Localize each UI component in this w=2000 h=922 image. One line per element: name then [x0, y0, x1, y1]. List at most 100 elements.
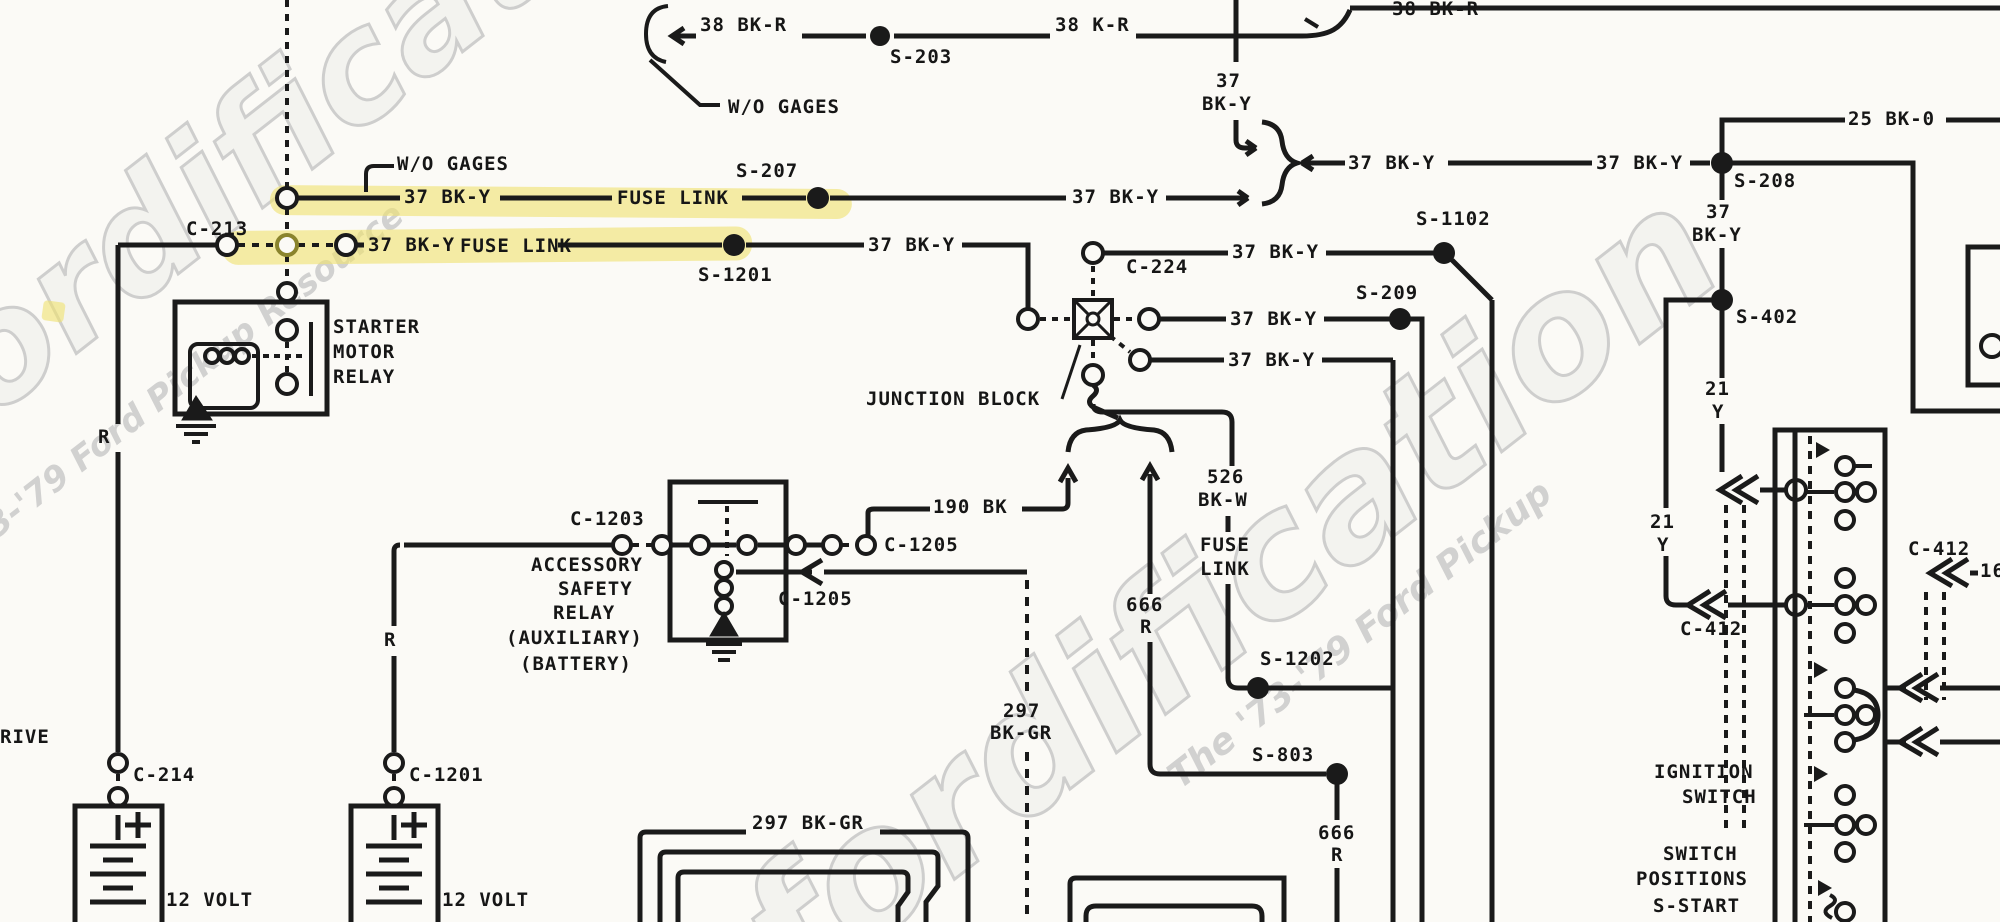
label-wire-r-2: R [384, 629, 397, 651]
splice-dot-s203 [870, 26, 890, 46]
label-wire-297h: 297 BK-GR [752, 812, 864, 834]
label-wire-38bkr-2: 38 BK-R [1392, 0, 1480, 20]
label-fuse-link-1: FUSE LINK [617, 187, 729, 209]
label-wire-526: 526 [1207, 466, 1245, 488]
brace-down [1065, 414, 1175, 453]
label-relay2-l2: SAFETY [558, 578, 633, 600]
label-wire-37bky-m: 37 BK-Y [1072, 186, 1160, 208]
splice-dot-s1102 [1433, 242, 1455, 264]
label-wire-r-1: R [98, 426, 111, 448]
label-junction-block: JUNCTION BLOCK [866, 388, 1041, 410]
wo-gages-pointer-1 [648, 58, 720, 107]
label-wire-21-ay: Y [1712, 401, 1725, 423]
fuse-link-highlight-2 [222, 226, 753, 265]
label-wire-190bk: 190 BK [933, 496, 1008, 518]
label-conn-c214: C-214 [133, 764, 196, 786]
label-wire-37bky-mg2: 37 BK-Y [1596, 152, 1684, 174]
label-note-wo-gages-2: W/O GAGES [397, 153, 509, 175]
label-relay2-l4: (AUXILIARY) [506, 627, 643, 649]
label-wire-bkw: BK-W [1198, 489, 1248, 511]
label-pos-l3: S-START [1653, 895, 1741, 917]
label-conn-c1205b: C-1205 [778, 588, 853, 610]
label-relay2-l1: ACCESSORY [531, 554, 643, 576]
label-note-wo-gages-1: W/O GAGES [728, 96, 840, 118]
label-relay2-l5: (BATTERY) [520, 653, 632, 675]
label-conn-c213: C-213 [186, 218, 249, 240]
label-wire-37-a: 37 [1216, 70, 1241, 92]
label-wire-25bko: 25 BK-0 [1848, 108, 1936, 130]
starter-motor-relay [172, 281, 330, 444]
ground-symbol-2 [706, 611, 742, 662]
ignition-switch [1772, 427, 2000, 922]
label-wire-37bky-r2b: 37 BK-Y [868, 234, 956, 256]
label-wire-666-2: 666 [1318, 822, 1356, 844]
label-splice-s203: S-203 [890, 46, 953, 68]
label-wire-16: 16 [1980, 560, 2000, 582]
splice-dot-s209 [1389, 308, 1411, 330]
junction-block-symbol [1040, 264, 1138, 400]
highlighter-marks [41, 185, 852, 323]
accessory-safety-relay [667, 479, 789, 662]
label-ign-l1: IGNITION [1654, 761, 1754, 783]
brace-merge [1261, 119, 1306, 207]
label-wire-37bky-jb2: 37 BK-Y [1230, 308, 1318, 330]
switch-position-markers [1814, 442, 1832, 896]
label-relay1-l1: STARTER [333, 316, 421, 338]
label-pos-l2: POSITIONS [1636, 868, 1748, 890]
label-relay2-l3: RELAY [553, 602, 616, 624]
label-wire-37bky-jb3: 37 BK-Y [1228, 349, 1316, 371]
fuse-link-highlight-1 [269, 185, 852, 219]
label-wire-21-by: Y [1657, 534, 1670, 556]
label-wire-21-a: 21 [1705, 378, 1730, 400]
label-wire-37bky-h1: 37 BK-Y [404, 186, 492, 208]
wires [115, 0, 2000, 922]
label-pos-l1: SWITCH [1663, 843, 1738, 865]
label-conn-c1205a: C-1205 [884, 534, 959, 556]
label-wire-37bky-jb1: 37 BK-Y [1232, 241, 1320, 263]
label-wire-38kr: 38 K-R [1055, 14, 1130, 36]
label-splice-s1202: S-1202 [1260, 648, 1335, 670]
label-splice-s209: S-209 [1356, 282, 1419, 304]
battery-right [348, 803, 441, 922]
wo-gages-pointer-2 [364, 164, 394, 192]
label-wire-37-b: 37 [1706, 201, 1731, 223]
junction-block-pointer [1060, 344, 1082, 400]
highlight-stray-mark [41, 300, 66, 323]
label-wire-297v: 297 [1003, 700, 1041, 722]
highlighted-terminal [275, 233, 299, 257]
splice-dot-s1201 [723, 234, 745, 256]
splice-dot-s402 [1711, 289, 1733, 311]
label-splice-s803: S-803 [1252, 744, 1315, 766]
label-edge-rive: RIVE [0, 726, 50, 748]
splice-dot-s207 [807, 187, 829, 209]
label-wire-bky-a: BK-Y [1202, 93, 1252, 115]
label-wire-21-b: 21 [1650, 511, 1675, 533]
label-wire-297v2: BK-GR [990, 722, 1053, 744]
terminal-circles [107, 186, 2000, 808]
label-splice-s207: S-207 [736, 160, 799, 182]
label-conn-c1201: C-1201 [409, 764, 484, 786]
label-conn-c1203: C-1203 [570, 508, 645, 530]
label-wire-666-1r: R [1140, 616, 1153, 638]
label-splice-s1102: S-1102 [1416, 208, 1491, 230]
label-wire-37bky-r2: 37 BK-Y [368, 234, 456, 256]
label-conn-c224: C-224 [1126, 256, 1189, 278]
label-wire-38bkr-1: 38 BK-R [700, 14, 788, 36]
splice-dot-s208 [1711, 152, 1733, 174]
label-fuse-link-2: FUSE LINK [460, 235, 572, 257]
battery-left [72, 803, 165, 922]
label-conn-c412-a: C-412 [1680, 618, 1743, 640]
label-ign-l2: SWITCH [1682, 786, 1757, 808]
splice-dot-s1202 [1247, 677, 1269, 699]
label-battery2-v: 12 VOLT [442, 889, 530, 911]
label-fuse-3a: FUSE [1200, 534, 1250, 556]
label-splice-s208: S-208 [1734, 170, 1797, 192]
label-wire-bky-b: BK-Y [1692, 224, 1742, 246]
label-conn-c412-b: C-412 [1908, 538, 1971, 560]
label-fuse-3b: LINK [1200, 558, 1250, 580]
bracket-top [643, 4, 669, 64]
label-wire-37bky-mg1: 37 BK-Y [1348, 152, 1436, 174]
label-relay1-l3: RELAY [333, 366, 396, 388]
